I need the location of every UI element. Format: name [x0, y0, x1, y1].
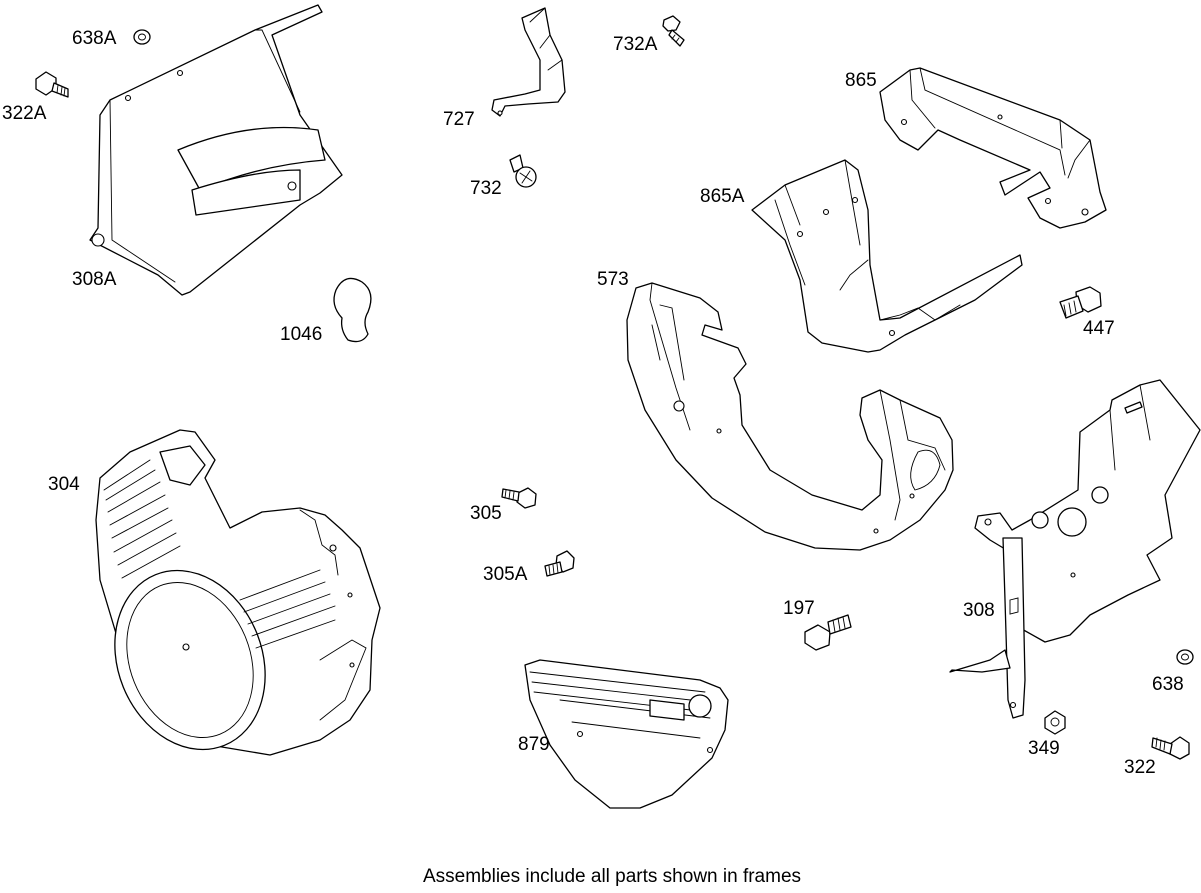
part-573-plate[interactable]: [626, 282, 954, 551]
label-573: 573: [597, 269, 629, 290]
label-865A: 865A: [700, 186, 745, 207]
label-732A: 732A: [613, 34, 658, 55]
part-322A-bolt[interactable]: [35, 71, 69, 98]
part-1046-decal[interactable]: [333, 277, 372, 343]
part-447-bolt[interactable]: [1059, 286, 1102, 319]
label-305: 305: [470, 503, 502, 524]
part-197-bolt[interactable]: [804, 614, 852, 651]
label-305A: 305A: [483, 564, 528, 585]
part-638A-washer[interactable]: [133, 29, 151, 45]
part-305-bolt[interactable]: [501, 487, 537, 509]
label-304: 304: [48, 474, 80, 495]
part-308-bracket[interactable]: [949, 379, 1201, 719]
part-638-washer[interactable]: [1176, 649, 1194, 665]
label-447: 447: [1083, 318, 1115, 339]
part-308A-baffle[interactable]: [89, 4, 343, 296]
label-727: 727: [443, 109, 475, 130]
part-865A-shield[interactable]: [751, 159, 1023, 353]
part-732A-screw[interactable]: [662, 15, 685, 47]
label-638A: 638A: [72, 28, 117, 49]
label-197: 197: [783, 598, 815, 619]
label-865: 865: [845, 70, 877, 91]
part-349-nut[interactable]: [1044, 710, 1066, 735]
label-1046: 1046: [280, 324, 322, 345]
label-308: 308: [963, 600, 995, 621]
part-304-blower-housing[interactable]: [89, 429, 381, 772]
diagram-caption: Assemblies include all parts shown in fr…: [423, 866, 801, 887]
label-879: 879: [518, 734, 550, 755]
label-322A: 322A: [2, 103, 47, 124]
part-732-screw[interactable]: [509, 154, 537, 188]
part-879-cover[interactable]: [524, 659, 729, 809]
part-322-bolt[interactable]: [1151, 736, 1190, 760]
label-322: 322: [1124, 757, 1156, 778]
part-865-bracket[interactable]: [879, 67, 1107, 229]
label-308A: 308A: [72, 269, 117, 290]
part-727-bracket[interactable]: [491, 7, 566, 117]
label-638: 638: [1152, 674, 1184, 695]
label-349: 349: [1028, 738, 1060, 759]
label-732: 732: [470, 178, 502, 199]
part-305A-bolt[interactable]: [544, 550, 575, 577]
